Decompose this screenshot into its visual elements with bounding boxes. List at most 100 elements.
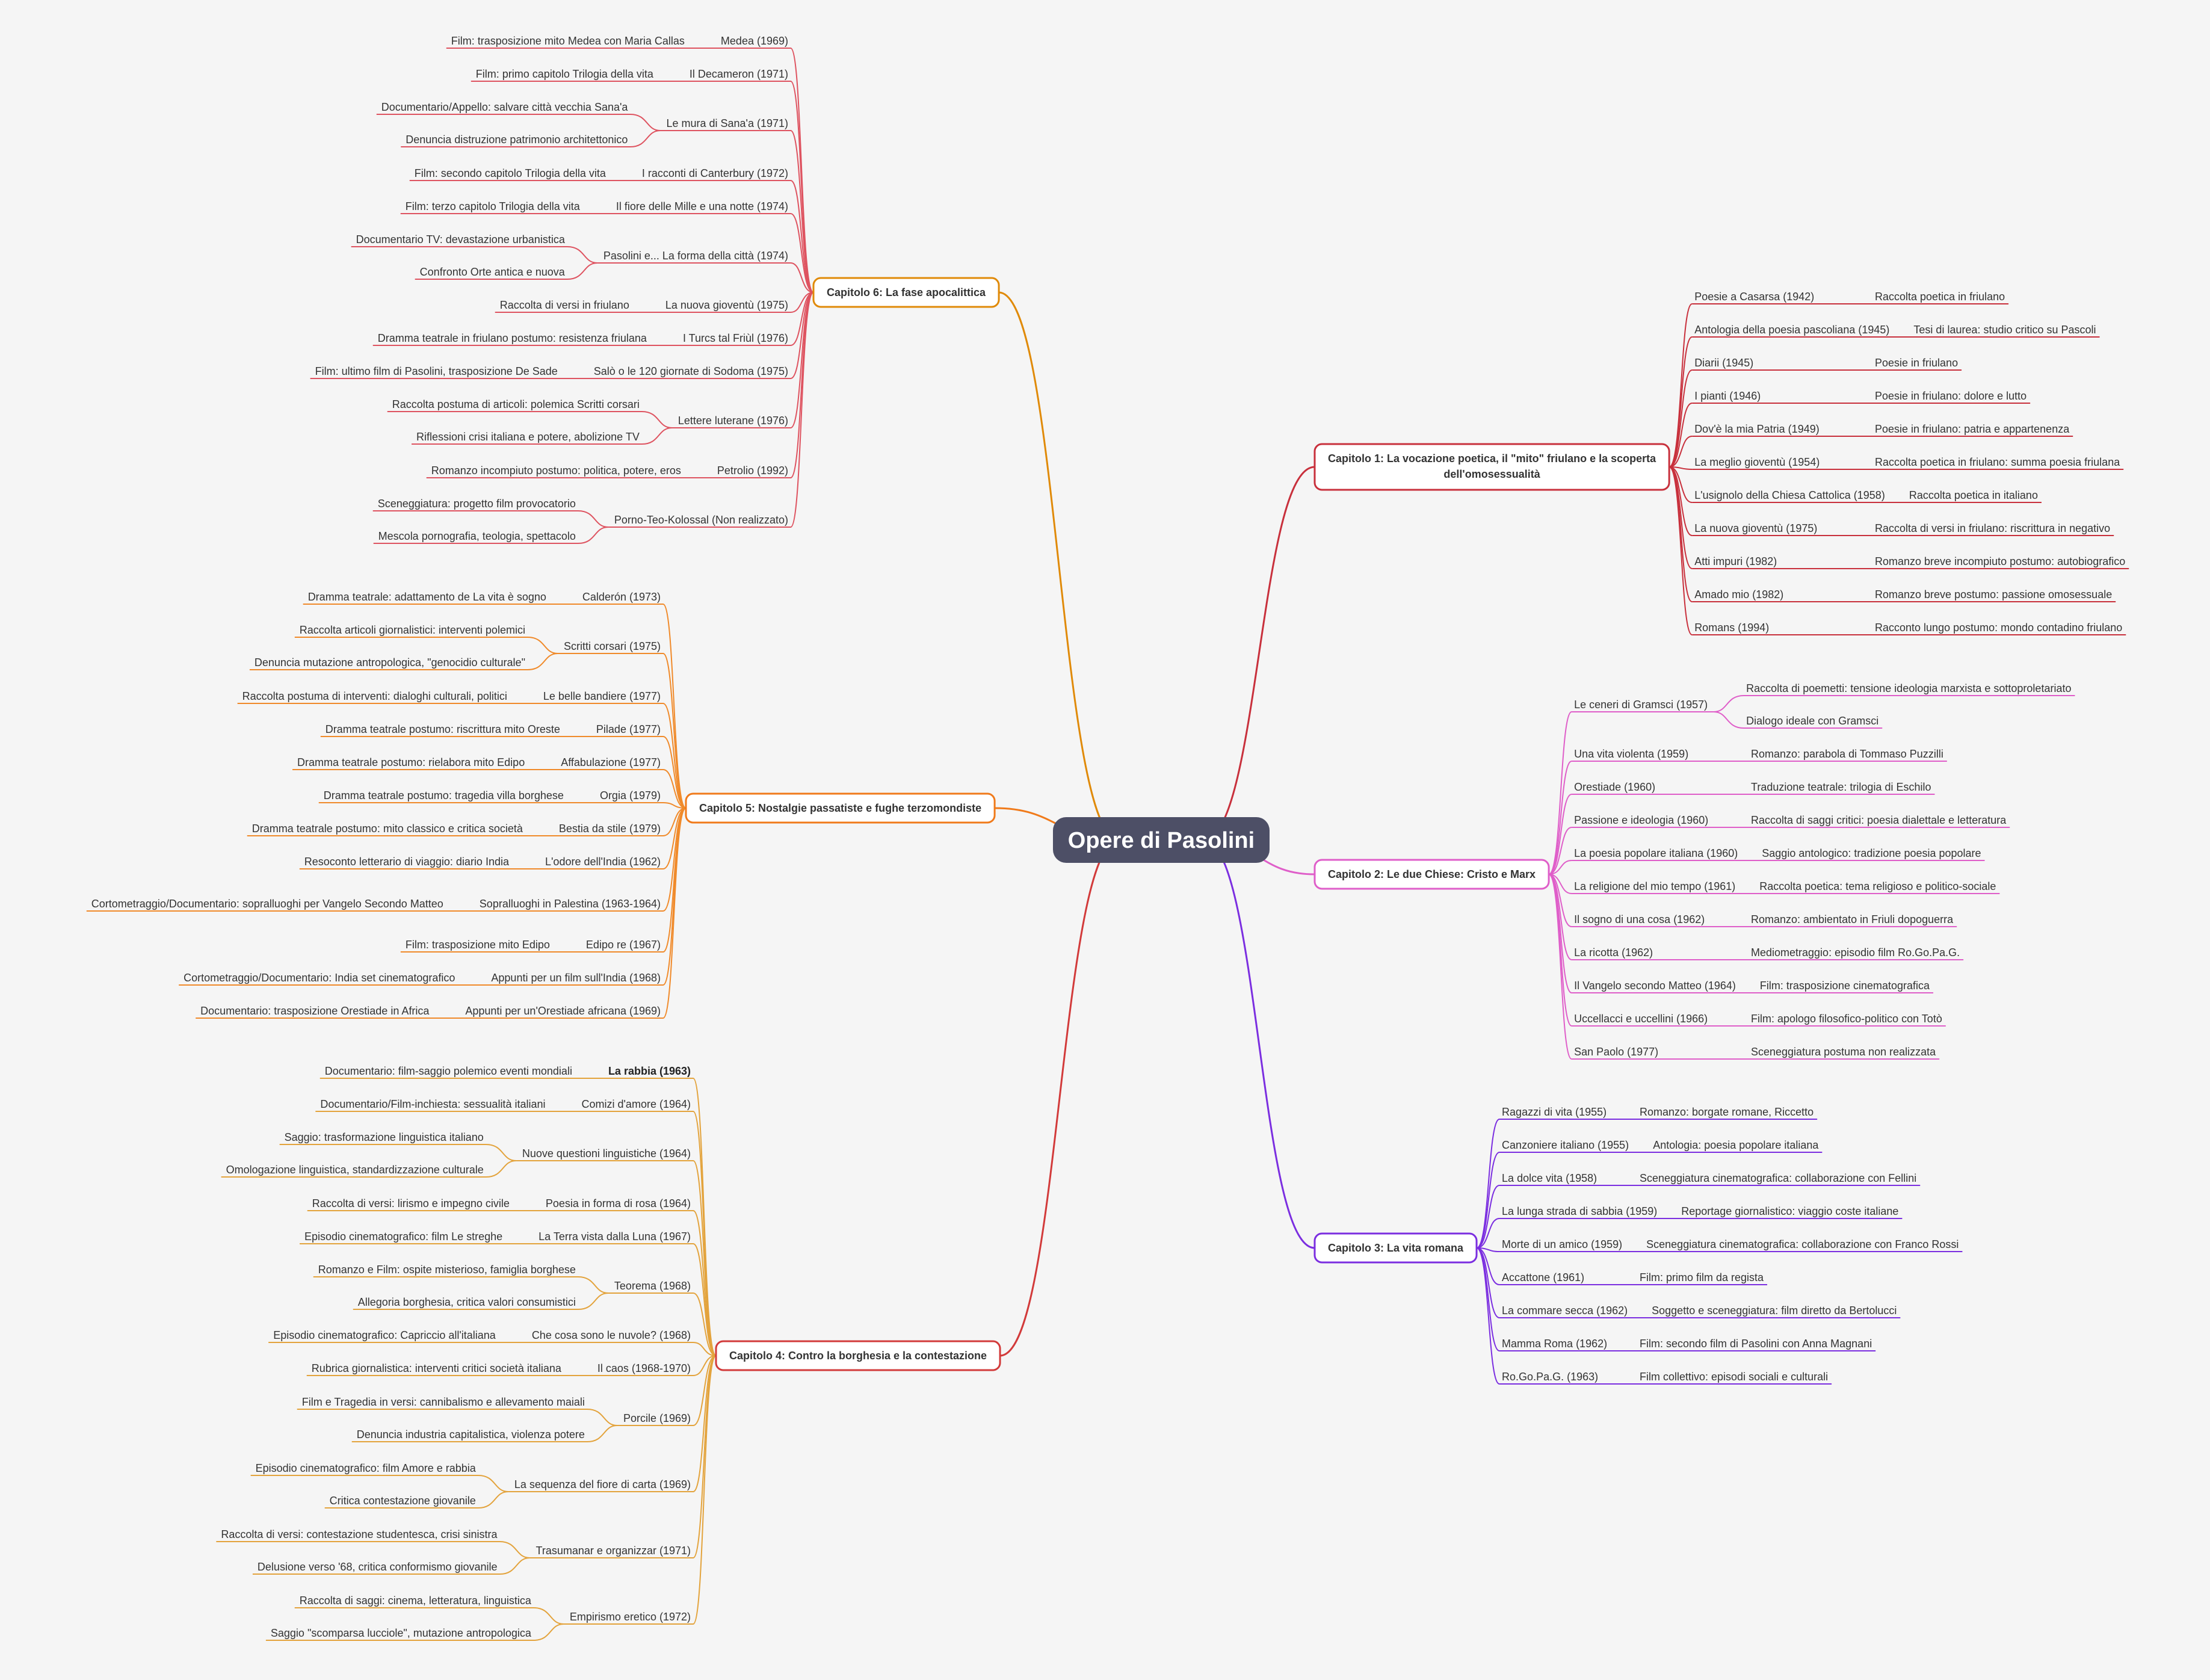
chapter-6-item-8-sub-1: Dramma teatrale in friulano postumo: res… <box>378 332 647 344</box>
chapter-2-item-10-title: Uccellacci e uccellini (1966) <box>1574 1013 1708 1025</box>
chapter-5-item-1-title: Calderón (1973) <box>582 591 661 603</box>
chapter-1-item-11-connector <box>1668 466 1693 635</box>
chapter-6-item-9-connector <box>790 292 814 379</box>
chapter-6-item-4-title: I racconti di Canterbury (1972) <box>642 167 788 179</box>
chapter-1-item-10-title: Amado mio (1982) <box>1694 588 1783 601</box>
chapter-5-item-2-sub-2: Denuncia mutazione antropologica, "genoc… <box>255 656 525 669</box>
chapter-5-item-7-sub-1: Dramma teatrale postumo: mito classico e… <box>252 823 523 835</box>
chapter-1-item-5-sub-1: Poesie in friulano: patria e appartenenz… <box>1875 423 2070 435</box>
chapter-4-item-11-sub-2: Delusione verso '68, critica conformismo… <box>258 1561 498 1573</box>
chapter-6-title-box[interactable] <box>812 277 1000 308</box>
root-node[interactable]: Opere di Pasolini <box>1053 817 1270 863</box>
chapter-4-item-9-sub-2-connector <box>351 1425 617 1442</box>
chapter-5-item-4-connector <box>662 736 687 809</box>
chapter-3-title-box[interactable] <box>1313 1232 1478 1264</box>
chapter-6-item-10-connector <box>790 292 814 428</box>
root-title: Opere di Pasolini <box>1068 828 1255 853</box>
chapter-4-item-7-connector <box>693 1342 717 1356</box>
chapter-2-item-4-title: Passione e ideologia (1960) <box>1574 814 1708 826</box>
chapter-5-item-3-sub-1: Raccolta postuma di interventi: dialoghi… <box>242 690 507 702</box>
chapter-1-item-2-title: Antologia della poesia pascoliana (1945) <box>1694 324 1889 336</box>
chapter-6-item-2-connector <box>790 81 814 293</box>
chapter-5-item-5-sub-1: Dramma teatrale postumo: rielabora mito … <box>297 756 525 768</box>
chapter-4-item-11-sub-1-connector <box>216 1541 530 1558</box>
chapter-4-item-1-sub-1: Documentario: film-saggio polemico event… <box>325 1065 572 1077</box>
chapter-6-item-5-connector <box>790 213 814 293</box>
chapter-1-item-3-sub-1: Poesie in friulano <box>1875 357 1958 369</box>
chapter-3-item-2-sub-1: Antologia: poesia popolare italiana <box>1653 1139 1819 1151</box>
chapter-3-item-6-connector <box>1476 1247 1500 1285</box>
chapter-6-item-4-sub-1: Film: secondo capitolo Trilogia della vi… <box>415 167 607 179</box>
chapter-1-item-6-title: La meglio gioventù (1954) <box>1694 456 1820 468</box>
chapter-2-item-3-sub-1: Traduzione teatrale: trilogia di Eschilo <box>1751 781 1931 793</box>
chapter-2-item-3-connector <box>1548 794 1572 875</box>
chapter-4-item-10-sub-1: Episodio cinematografico: film Amore e r… <box>256 1462 477 1474</box>
chapter-6-item-10-title: Lettere luterane (1976) <box>678 415 788 427</box>
chapter-3-item-5-sub-1: Sceneggiatura cinematografica: collabora… <box>1646 1238 1958 1250</box>
chapter-6-item-3-title: Le mura di Sana'a (1971) <box>666 117 788 129</box>
chapter-2-item-3-title: Orestiade (1960) <box>1574 781 1655 793</box>
chapter-5-item-7-title: Bestia da stile (1979) <box>559 823 661 835</box>
chapter-4-item-10-connector <box>693 1355 717 1492</box>
chapter-6-item-5-sub-1: Film: terzo capitolo Trilogia della vita <box>406 200 581 212</box>
chapter-5-item-9-title: Sopralluoghi in Palestina (1963-1964) <box>480 898 661 910</box>
chapter-5-item-1-sub-1: Dramma teatrale: adattamento de La vita … <box>308 591 546 603</box>
chapter-1-item-9-title: Atti impuri (1982) <box>1694 555 1777 567</box>
chapter-1-item-10-sub-1: Romanzo breve postumo: passione omosessu… <box>1875 588 2112 601</box>
chapter-2-item-9-title: Il Vangelo secondo Matteo (1964) <box>1574 980 1736 992</box>
chapter-1-item-11-title: Romans (1994) <box>1694 622 1769 634</box>
chapter-5-item-6-connector <box>662 802 687 809</box>
chapter-6-item-7-sub-1: Raccolta di versi in friulano <box>500 299 629 311</box>
chapter-1-item-4-connector <box>1668 403 1693 468</box>
chapter-5-item-8-title: L'odore dell'India (1962) <box>545 856 661 868</box>
chapter-4-item-4-title: Poesia in forma di rosa (1964) <box>546 1197 691 1209</box>
chapter-2-item-1-connector <box>1548 711 1573 875</box>
chapter-1-title-box[interactable] <box>1313 443 1670 491</box>
chapter-4-item-12-connector <box>693 1355 717 1625</box>
chapter-6-item-2-title: Il Decameron (1971) <box>690 68 788 80</box>
chapter-4-item-6-title: Teorema (1968) <box>614 1280 691 1292</box>
chapter-5-item-2-sub-1: Raccolta articoli giornalistici: interve… <box>300 624 525 636</box>
chapter-4-title-box[interactable] <box>715 1340 1001 1371</box>
chapter-5-title-box[interactable] <box>685 792 996 824</box>
chapter-4-item-8-connector <box>693 1355 717 1376</box>
chapter-4-item-3-title: Nuove questioni linguistiche (1964) <box>522 1147 691 1160</box>
chapter-5-item-4-title: Pilade (1977) <box>596 723 661 735</box>
chapter-3-item-9-sub-1: Film collettivo: episodi sociali e cultu… <box>1640 1371 1828 1383</box>
chapter-4-item-6-connector <box>693 1292 717 1356</box>
chapter-2-title-box[interactable] <box>1313 859 1550 890</box>
chapter-2-item-6-title: La religione del mio tempo (1961) <box>1574 880 1735 892</box>
chapter-4-item-12-title: Empirismo eretico (1972) <box>570 1611 691 1623</box>
chapter-4-item-9-connector <box>693 1355 717 1426</box>
chapter-3-item-6-title: Accattone (1961) <box>1502 1271 1584 1283</box>
chapter-3-item-6-sub-1: Film: primo film da regista <box>1640 1271 1764 1283</box>
chapter-4-item-7-sub-1: Episodio cinematografico: Capriccio all'… <box>273 1329 496 1341</box>
chapter-2-item-2-connector <box>1548 761 1572 875</box>
chapter-6-item-12-sub-1-connector <box>372 510 608 528</box>
chapter-5-item-2-title: Scritti corsari (1975) <box>564 640 661 652</box>
chapter-2-item-11-connector <box>1548 874 1573 1060</box>
chapter-2-item-7-sub-1: Romanzo: ambientato in Friuli dopoguerra <box>1751 913 1954 925</box>
chapter-3-item-8-sub-1: Film: secondo film di Pasolini con Anna … <box>1640 1338 1872 1350</box>
chapter-4-item-12-sub-2: Saggio "scomparsa lucciole", mutazione a… <box>271 1627 532 1639</box>
chapter-2-item-2-title: Una vita violenta (1959) <box>1574 748 1688 760</box>
chapter-2-item-10-sub-1: Film: apologo filosofico-politico con To… <box>1751 1013 1942 1025</box>
chapter-5-item-5-title: Affabulazione (1977) <box>561 756 661 768</box>
chapter-5-item-10-sub-1: Film: trasposizione mito Edipo <box>406 939 550 951</box>
chapter-1-title: Capitolo 1: La vocazione poetica, il "mi… <box>1328 452 1656 465</box>
chapter-2-item-11-sub-1: Sceneggiatura postuma non realizzata <box>1751 1046 1936 1058</box>
chapter-6-item-10-sub-1-connector <box>387 411 672 428</box>
chapter-4-item-3-sub-1: Saggio: trasformazione linguistica itali… <box>285 1131 484 1143</box>
chapter-6-item-6-title: Pasolini e... La forma della città (1974… <box>603 250 788 262</box>
chapter-4-item-1-title: La rabbia (1963) <box>608 1065 691 1077</box>
chapter-4-item-9-sub-1-connector <box>297 1409 617 1426</box>
chapter-5-item-3-connector <box>662 703 687 809</box>
chapter-2-item-5-connector <box>1549 860 1572 875</box>
chapter-3-item-1-title: Ragazzi di vita (1955) <box>1502 1106 1607 1118</box>
chapter-3-item-4-title: La lunga strada di sabbia (1959) <box>1502 1205 1657 1217</box>
connector-layer <box>86 48 2129 1641</box>
chapter-1-item-5-title: Dov'è la mia Patria (1949) <box>1694 423 1820 435</box>
chapter-3-item-2-connector <box>1476 1152 1500 1249</box>
chapter-1-item-1-title: Poesie a Casarsa (1942) <box>1694 291 1814 303</box>
chapter-5-item-6-sub-1: Dramma teatrale postumo: tragedia villa … <box>324 789 564 801</box>
